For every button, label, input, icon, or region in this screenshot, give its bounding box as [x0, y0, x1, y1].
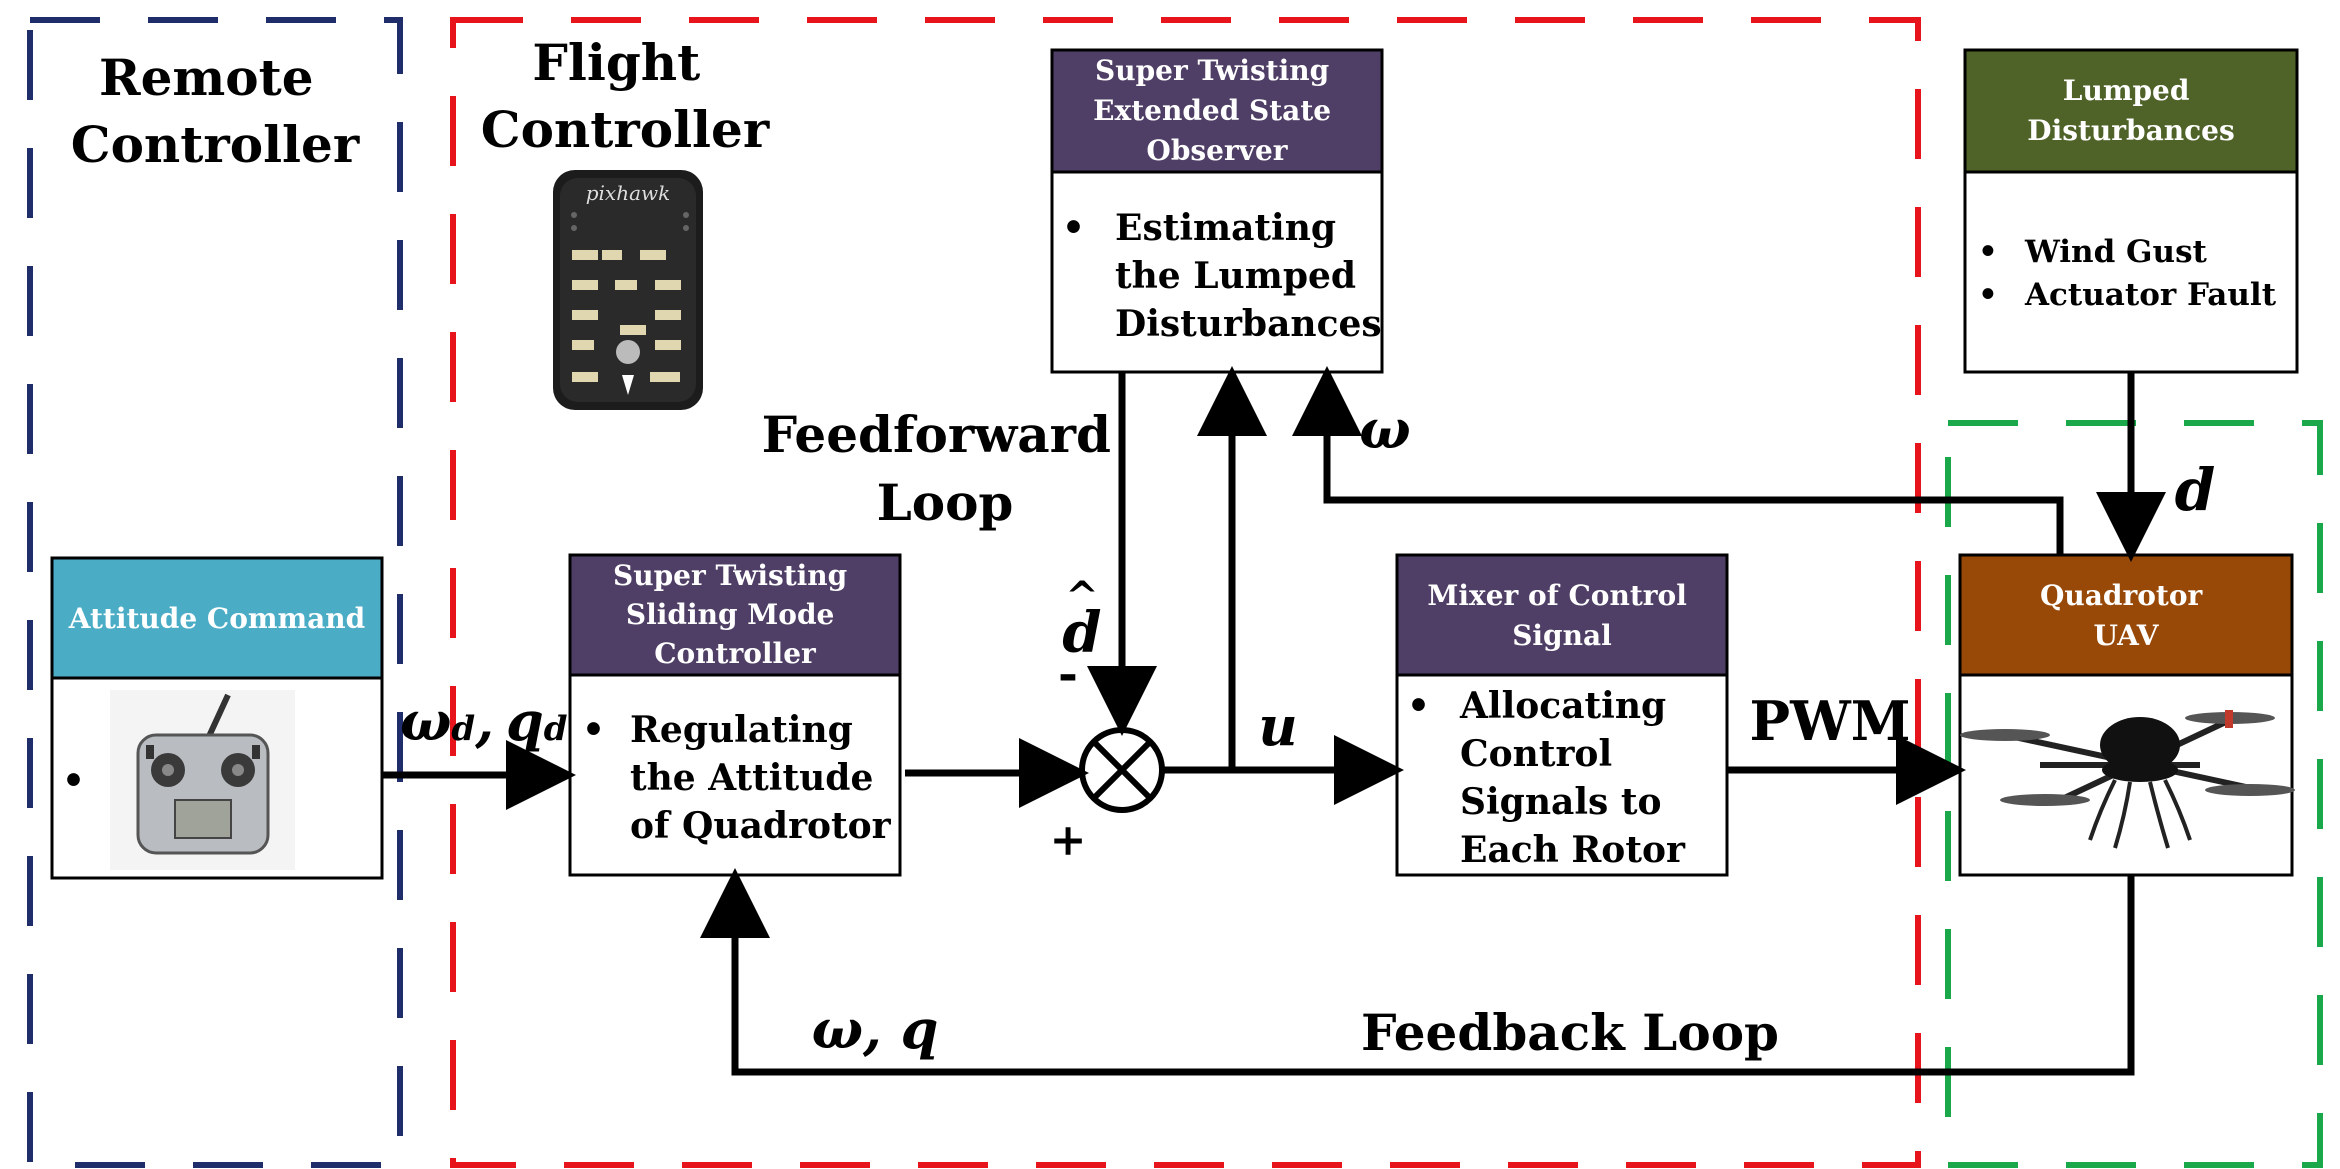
- steso-body: Estimating the Lumped Disturbances: [1115, 207, 1382, 345]
- stsmc-block: Super Twisting Sliding Mode Controller •…: [568, 553, 902, 877]
- mixer-title: Mixer of Control Signal: [1427, 579, 1696, 652]
- signal-dhat-hat: ^: [1065, 573, 1099, 620]
- disturbance-item-fault: Actuator Fault: [2024, 277, 2277, 313]
- mixer-bullet: •: [1407, 685, 1430, 727]
- remote-controller-label: Remote Controller: [71, 48, 360, 174]
- disturbance-bullet-2: •: [1978, 277, 1998, 313]
- stsmc-title: Super Twisting Sliding Mode Controller: [613, 559, 857, 670]
- signal-dhat: d: [1062, 600, 1101, 666]
- lumped-disturbances-title: Lumped Disturbances: [2027, 74, 2234, 147]
- steso-title: Super Twisting Extended State Observer: [1093, 54, 1341, 167]
- flight-controller-region: [450, 17, 1921, 1168]
- feedback-loop-arrow: [700, 868, 2135, 1076]
- signal-omega-q: ω, q: [812, 997, 939, 1061]
- steso-block: Super Twisting Extended State Observer •…: [1050, 48, 1384, 374]
- mixer-body: Allocating Control Signals to Each Rotor: [1459, 685, 1686, 871]
- radio-transmitter-icon: [110, 690, 295, 870]
- pixhawk-board-icon: pixhawk: [553, 170, 703, 410]
- attitude-command-title: Attitude Command: [68, 602, 365, 635]
- stsmc-bullet: •: [582, 709, 605, 751]
- feedforward-loop-label: Feedforward Loop: [762, 405, 1129, 532]
- signal-wd-qd: ωd,qd: [400, 689, 568, 753]
- feedback-loop-label: Feedback Loop: [1361, 1003, 1779, 1062]
- summing-junction-icon: [1079, 727, 1165, 813]
- quadrotor-drone-icon: [1960, 710, 2295, 849]
- quadrotor-uav-block: Quadrotor UAV: [1958, 553, 2295, 877]
- junction-minus-sign: -: [1058, 646, 1078, 702]
- signal-pwm: PWM: [1749, 689, 1910, 753]
- stsmc-body: Regulating the Attitude of Quadrotor: [630, 709, 892, 847]
- steso-bullet: •: [1062, 207, 1085, 249]
- disturbance-bullet-1: •: [1978, 234, 1998, 270]
- attitude-command-bullet: •: [62, 760, 85, 802]
- quadrotor-uav-title: Quadrotor UAV: [2040, 579, 2212, 652]
- signal-omega: ω: [1359, 397, 1410, 461]
- junction-plus-sign: +: [1050, 815, 1087, 866]
- connections: [382, 366, 2166, 1076]
- lumped-disturbances-block: Lumped Disturbances • Wind Gust • Actuat…: [1963, 48, 2299, 374]
- disturbance-item-wind: Wind Gust: [2024, 234, 2208, 270]
- omega-to-steso-arrow: [1292, 366, 2064, 555]
- mixer-block: Mixer of Control Signal • Allocating Con…: [1395, 553, 1729, 877]
- remote-controller-region: [27, 17, 403, 1168]
- signal-d: d: [2175, 456, 2216, 524]
- flight-controller-label: Flight Controller: [481, 33, 770, 159]
- signal-u: u: [1258, 694, 1297, 758]
- attitude-command-block: Attitude Command •: [50, 556, 384, 880]
- svg-text:pixhawk: pixhawk: [586, 181, 671, 205]
